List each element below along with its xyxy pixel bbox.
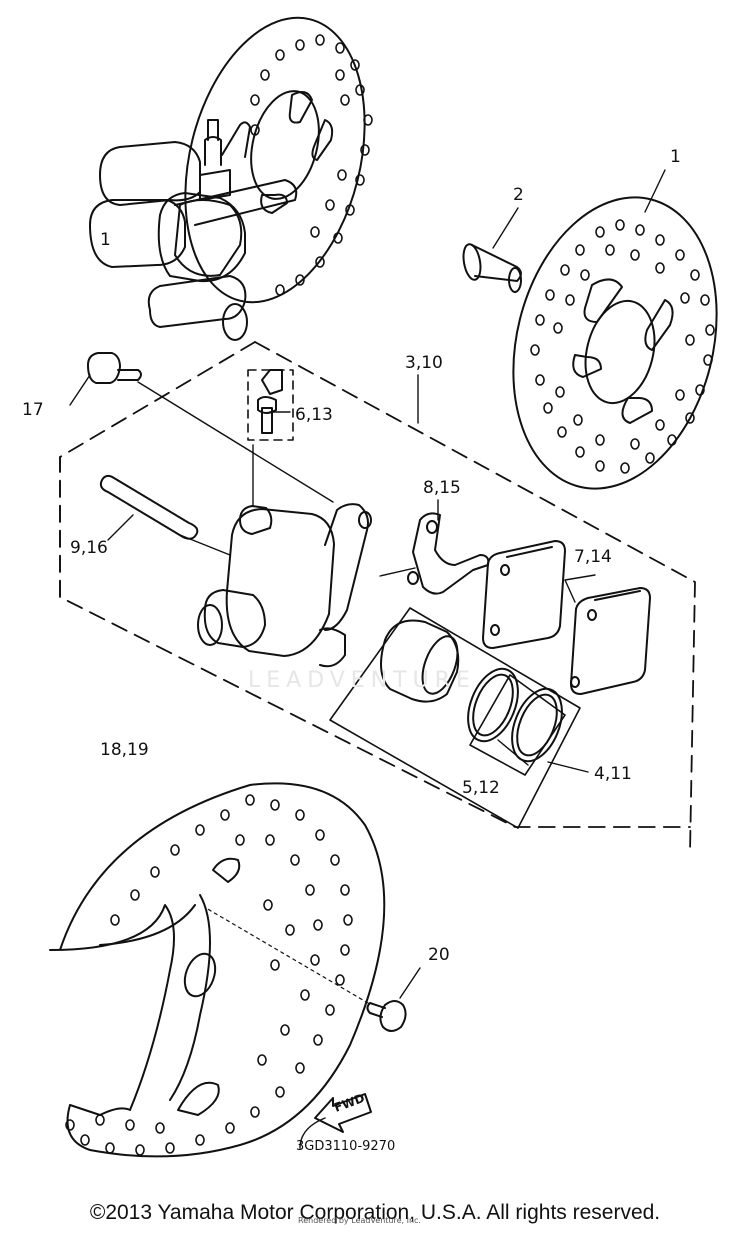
callout-17: 17 xyxy=(22,400,44,420)
assembled-view xyxy=(89,16,366,341)
copyright-notice: ©2013 Yamaha Motor Corporation, U.S.A. A… xyxy=(89,1201,661,1224)
callout-3-10: 3,10 xyxy=(405,353,443,373)
pin-9-16 xyxy=(99,474,199,540)
callout-2: 2 xyxy=(513,185,524,205)
bleeder-6-13 xyxy=(257,369,283,434)
callout-4-11: 4,11 xyxy=(594,764,632,784)
bolt-2 xyxy=(462,243,522,293)
leader-lines xyxy=(69,169,666,999)
callout-20: 20 xyxy=(428,945,450,965)
rendered-by-credit: Rendered by LeadVenture, Inc. xyxy=(298,1216,421,1225)
callout-6-13: 6,13 xyxy=(295,405,333,425)
watermark: LEADVENTURE xyxy=(248,668,476,693)
assembled-disc xyxy=(184,16,366,304)
callout-1-top: 1 xyxy=(670,147,681,167)
drawing-number: 3GD3110-9270 xyxy=(296,1139,395,1154)
callout-7-14: 7,14 xyxy=(574,547,612,567)
caliper-body xyxy=(197,503,372,668)
fwd-arrow xyxy=(314,1093,372,1133)
callout-5-12: 5,12 xyxy=(462,778,500,798)
bolt-17 xyxy=(87,352,142,384)
disc-1-perforations xyxy=(530,219,715,474)
brake-disc-1 xyxy=(512,196,718,490)
disc-guard-18-19 xyxy=(49,782,386,1158)
fwd-label: FWD xyxy=(332,1091,366,1115)
pad-spring-8-15 xyxy=(407,512,490,595)
bolt-20 xyxy=(205,907,407,1032)
assembly-box xyxy=(59,341,696,853)
piston xyxy=(380,619,460,703)
brake-pads-7-14 xyxy=(482,540,651,695)
callout-1-left: 1 xyxy=(100,230,111,250)
callout-9-16: 9,16 xyxy=(70,538,108,558)
callout-8-15: 8,15 xyxy=(423,478,461,498)
callout-18-19: 18,19 xyxy=(100,740,149,760)
